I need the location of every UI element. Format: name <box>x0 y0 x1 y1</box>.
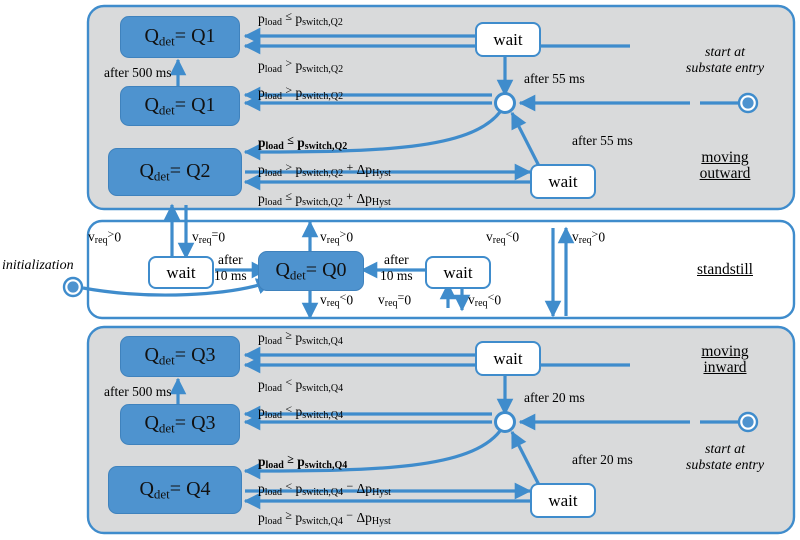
label-inward-c3: pload < pswitch,Q4 <box>258 402 344 422</box>
region-title-standstill: standstill <box>664 262 786 278</box>
region-title-outward-line2: outward <box>699 164 751 182</box>
region-title-standstill-line1: standstill <box>697 261 753 278</box>
label-standstill-vreq-eq0-mid: vreq=0 <box>378 290 412 310</box>
label-standstill-vreq-gt0-up: vreq>0 <box>320 227 354 247</box>
label-inward-after-20ms-a: after 20 ms <box>524 390 585 405</box>
label-standstill-vreq-eq0-left: vreq=0 <box>192 227 226 247</box>
state-q1-top[interactable]: Qdet= Q1 <box>120 16 240 58</box>
after-10ms-left-line2: 10 ms <box>214 267 247 283</box>
after-10ms-left-line1: after <box>217 252 243 267</box>
label-outward-c5: pload > pswitch,Q2 + ΔpHyst <box>258 160 391 180</box>
entry-point-outward-dot <box>742 97 754 109</box>
label-outward-after-500ms: after 500 ms <box>104 65 172 80</box>
arrow-initialization-to-q0 <box>82 278 274 297</box>
region-title-moving-inward: moving inward <box>664 344 786 375</box>
arrow-wait-outward-to-junction <box>510 111 542 169</box>
note-outward-line1: start at <box>704 45 746 60</box>
note-outward-line2: substate entry <box>685 61 765 77</box>
state-q3-top[interactable]: Qdet= Q3 <box>120 336 240 377</box>
wait-state-inward-top[interactable]: wait <box>475 341 541 376</box>
after-10ms-right-line1: after <box>383 252 409 267</box>
arrow-wait-inward-to-junction <box>510 430 542 488</box>
note-inward-line2: substate entry <box>685 458 765 474</box>
label-inward-c5: pload < pswitch,Q4 − ΔpHyst <box>258 479 391 499</box>
label-outward-c2: pload > pswitch,Q2 <box>258 56 344 76</box>
label-standstill-vreq-lt0-right: vreq<0 <box>486 227 520 247</box>
region-title-inward-line1: moving <box>701 343 749 360</box>
label-inward-after-500ms: after 500 ms <box>104 384 172 399</box>
label-standstill-after-10ms-right: after 10 ms <box>380 252 413 283</box>
wait-state-outward-bottom[interactable]: wait <box>530 164 596 199</box>
entry-point-inward-dot <box>742 416 754 428</box>
label-standstill-vreq-gt0-right: vreq>0 <box>572 227 606 247</box>
label-outward-after-55ms-a: after 55 ms <box>524 71 585 86</box>
junction-inward <box>494 411 516 433</box>
initialization-text: initialization <box>2 258 74 273</box>
state-q1-mid[interactable]: Qdet= Q1 <box>120 86 240 126</box>
label-initialization: initialization <box>2 258 142 274</box>
wait-state-standstill-right[interactable]: wait <box>425 256 491 289</box>
region-title-outward-line1: moving <box>701 149 749 166</box>
region-panel-moving-outward <box>86 4 796 211</box>
state-q4[interactable]: Qdet= Q4 <box>108 466 242 514</box>
region-panel-moving-inward <box>86 325 796 535</box>
region-title-moving-outward: moving outward <box>664 150 786 181</box>
label-standstill-vreq-lt0-mid: vreq<0 <box>468 290 502 310</box>
label-inward-c6: pload ≥ pswitch,Q4 − ΔpHyst <box>258 508 391 528</box>
label-standstill-vreq-lt0-down: vreq<0 <box>320 290 354 310</box>
label-inward-c2: pload < pswitch,Q4 <box>258 375 344 395</box>
note-inward-start-at-substate-entry: start at substate entry <box>662 442 788 474</box>
note-inward-line1: start at <box>704 442 746 457</box>
wait-state-outward-top[interactable]: wait <box>475 22 541 57</box>
label-standstill-after-10ms-left: after 10 ms <box>214 252 247 283</box>
wait-state-standstill-left[interactable]: wait <box>148 256 214 289</box>
standstill-transitions <box>82 203 575 320</box>
junction-outward <box>494 92 516 114</box>
label-outward-c3: pload > pswitch,Q2 <box>258 83 344 103</box>
label-outward-c4: pload ≤ pswitch,Q2 <box>258 133 348 153</box>
arrow-junction-to-q2 <box>243 111 502 161</box>
initialization-point-dot <box>67 281 79 293</box>
wait-state-inward-bottom[interactable]: wait <box>530 483 596 518</box>
label-outward-c1: pload ≤ pswitch,Q2 <box>258 9 343 29</box>
outward-transitions <box>169 27 744 191</box>
state-q2[interactable]: Qdet= Q2 <box>108 148 242 196</box>
note-outward-start-at-substate-entry: start at substate entry <box>662 45 788 77</box>
after-10ms-right-line2: 10 ms <box>380 267 413 283</box>
state-q3-mid[interactable]: Qdet= Q3 <box>120 404 240 445</box>
label-inward-after-20ms-b: after 20 ms <box>572 452 633 467</box>
arrow-junction-to-q4 <box>243 430 502 480</box>
label-standstill-vreq-gt0-left: vreq>0 <box>88 227 122 247</box>
label-outward-c6: pload ≤ pswitch,Q2 + ΔpHyst <box>258 189 391 209</box>
region-title-inward-line2: inward <box>703 358 747 376</box>
label-inward-c4: pload ≥ pswitch,Q4 <box>258 452 348 472</box>
state-q0[interactable]: Qdet= Q0 <box>258 251 364 291</box>
label-inward-c1: pload ≥ pswitch,Q4 <box>258 328 343 348</box>
label-outward-after-55ms-b: after 55 ms <box>572 133 633 148</box>
